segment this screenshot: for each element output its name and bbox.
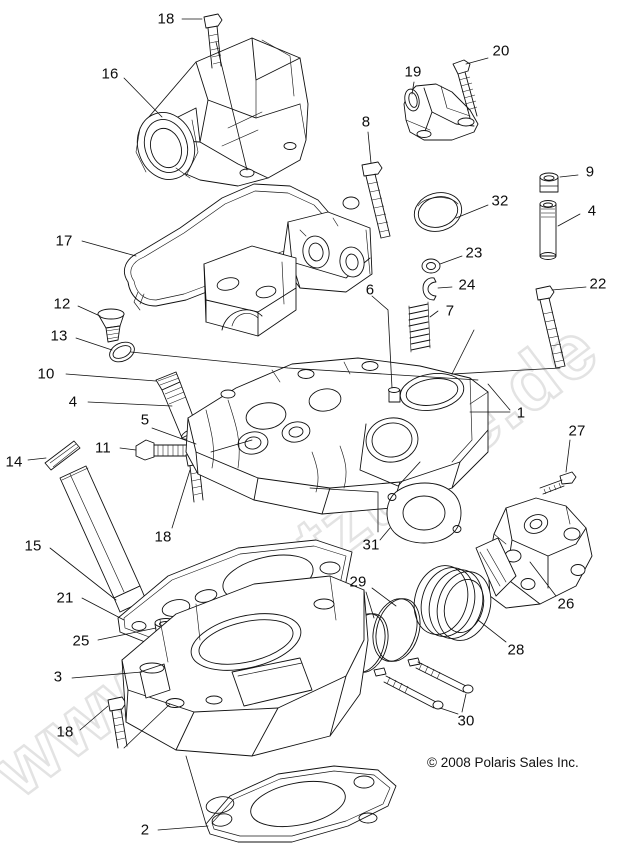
callout-5: 5 bbox=[140, 411, 150, 429]
callout-7: 7 bbox=[445, 302, 455, 320]
callout-26: 26 bbox=[557, 595, 575, 613]
callout-16: 16 bbox=[101, 65, 119, 83]
callout-25: 25 bbox=[72, 632, 90, 650]
callout-2: 2 bbox=[140, 821, 150, 839]
part-20-flange-bolt bbox=[452, 59, 478, 119]
callout-17: 17 bbox=[55, 232, 73, 250]
callout-1: 1 bbox=[516, 404, 526, 422]
part-4-valve-guide-right bbox=[539, 200, 557, 260]
callout-18-top: 18 bbox=[157, 10, 175, 28]
callout-4-left: 4 bbox=[68, 393, 78, 411]
callout-18-middle: 18 bbox=[154, 528, 172, 546]
callout-20: 20 bbox=[492, 42, 510, 60]
part-23-retainer bbox=[421, 258, 441, 274]
callout-18-bottom: 18 bbox=[56, 723, 74, 741]
part-30-clamp-screws bbox=[383, 661, 474, 710]
part-14-dowel-pin bbox=[44, 440, 81, 471]
part-7-valve-spring bbox=[408, 301, 431, 353]
callout-9: 9 bbox=[585, 163, 595, 181]
part-18-bolt-top bbox=[203, 13, 223, 69]
part-16-valve-cover bbox=[135, 37, 309, 187]
leader-lines bbox=[27, 18, 587, 831]
callout-21: 21 bbox=[56, 589, 74, 607]
part-6-spring-seat bbox=[388, 387, 401, 403]
part-28-intake-boot bbox=[413, 565, 492, 641]
callout-13: 13 bbox=[50, 327, 68, 345]
callout-4-right: 4 bbox=[587, 202, 597, 220]
part-1-cylinder-head bbox=[185, 196, 489, 515]
callout-24: 24 bbox=[458, 276, 476, 294]
part-13-o-ring bbox=[109, 341, 135, 363]
part-11-bolt bbox=[135, 439, 187, 461]
callout-27: 27 bbox=[568, 422, 586, 440]
callout-8: 8 bbox=[361, 113, 371, 131]
part-29-clamp-rear bbox=[372, 598, 421, 667]
callout-11: 11 bbox=[95, 439, 111, 457]
part-18-bolt-bottom bbox=[107, 696, 128, 749]
callout-32: 32 bbox=[491, 192, 509, 210]
callout-6: 6 bbox=[365, 281, 375, 299]
part-22-long-bolt bbox=[535, 285, 566, 369]
callout-12: 12 bbox=[53, 295, 71, 313]
part-15-tube bbox=[59, 465, 147, 613]
copyright-notice: © 2008 Polaris Sales Inc. bbox=[427, 755, 579, 770]
callout-29: 29 bbox=[349, 573, 367, 591]
callout-3: 3 bbox=[53, 668, 63, 686]
part-31-exhaust-gasket bbox=[386, 482, 462, 544]
part-3-cylinder bbox=[121, 575, 369, 757]
part-27-screw bbox=[539, 471, 577, 495]
part-26-intake-manifold bbox=[475, 497, 593, 609]
callout-14: 14 bbox=[5, 453, 23, 471]
part-8-long-bolt bbox=[361, 161, 391, 239]
part-24-valve-keeper bbox=[422, 277, 437, 301]
callout-30: 30 bbox=[457, 712, 475, 730]
part-32-o-ring bbox=[413, 192, 463, 232]
part-12-plug bbox=[97, 308, 125, 343]
callout-22: 22 bbox=[589, 275, 607, 293]
callout-19: 19 bbox=[404, 63, 422, 81]
callout-23: 23 bbox=[465, 244, 483, 262]
part-19-coolant-outlet bbox=[403, 83, 479, 141]
callout-15: 15 bbox=[24, 537, 42, 555]
part-2-base-gasket bbox=[205, 765, 397, 843]
callout-10: 10 bbox=[37, 365, 55, 383]
callout-31: 31 bbox=[362, 536, 380, 554]
callout-28: 28 bbox=[507, 641, 525, 659]
part-9-valve-seal bbox=[539, 172, 559, 193]
